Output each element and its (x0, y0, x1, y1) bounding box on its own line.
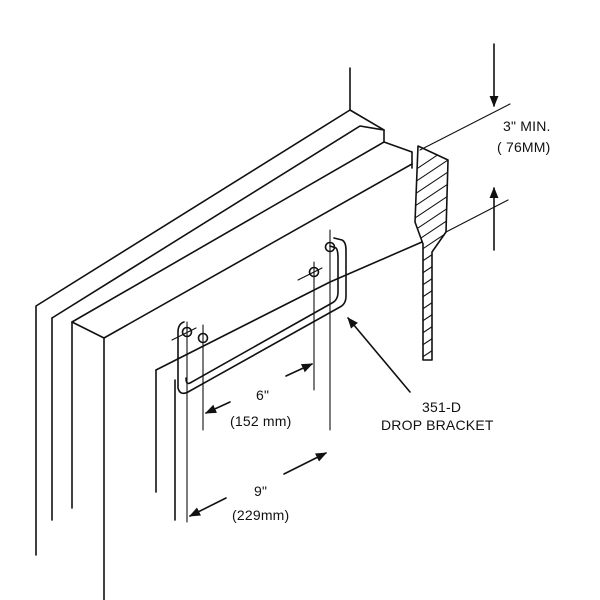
window-frame (35, 67, 413, 600)
outer-spacing-metric-label: (229mm) (232, 507, 289, 523)
header-track (155, 241, 423, 521)
jamb-section (414, 145, 449, 361)
bracket-name-label: DROP BRACKET (381, 417, 494, 433)
inner-spacing-imperial-label: 6" (256, 387, 269, 403)
min-height-dimension (419, 43, 511, 251)
extension-lines (171, 229, 331, 523)
min-height-metric-label: ( 76MM) (497, 139, 551, 155)
bracket-model-label: 351-D (422, 399, 461, 415)
spacing-arrows (188, 317, 411, 517)
inner-spacing-metric-label: (152 mm) (230, 413, 292, 429)
min-height-imperial-label: 3" MIN. (503, 118, 551, 134)
outer-spacing-imperial-label: 9" (254, 483, 267, 499)
